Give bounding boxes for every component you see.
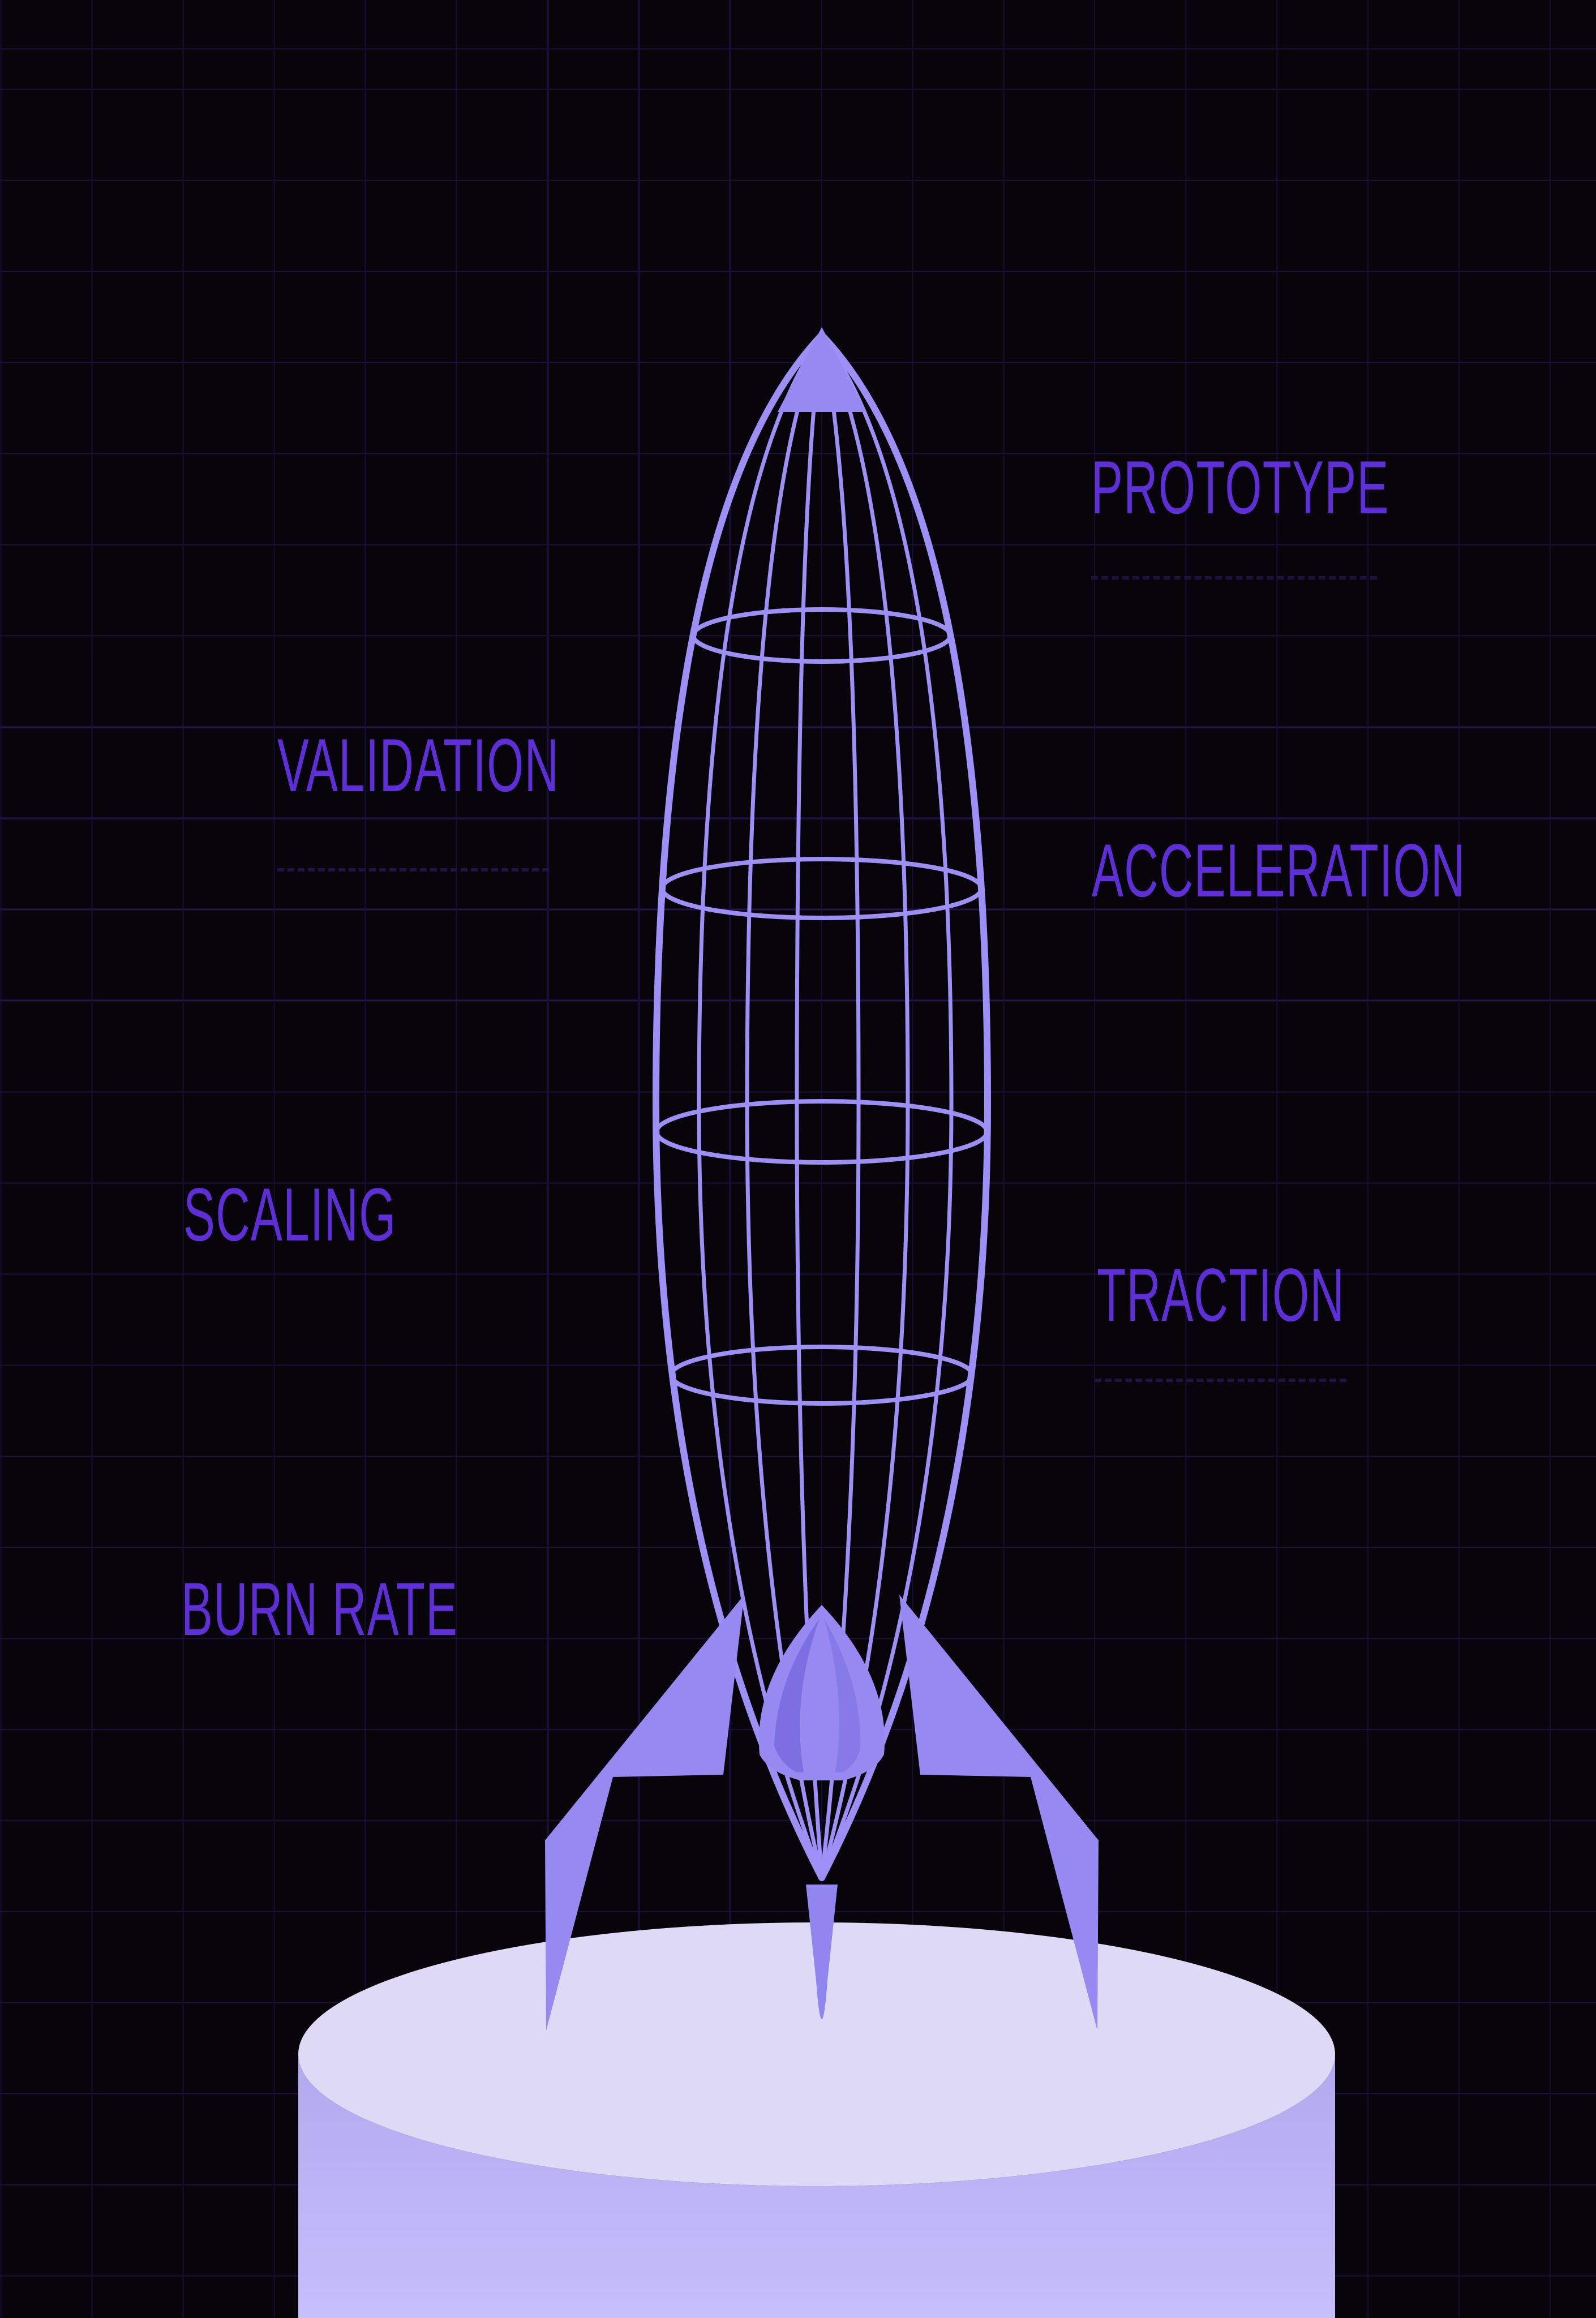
label-traction: TRACTION (1097, 1254, 1345, 1337)
fin-left (545, 1595, 744, 2031)
meridian-line (697, 333, 824, 1880)
exhaust-stem (806, 1885, 838, 2019)
pedestal-top (298, 1922, 1335, 2186)
label-scaling: SCALING (183, 1173, 397, 1257)
label-validation: VALIDATION (277, 724, 560, 808)
fin-right (899, 1595, 1099, 2031)
exhaust-facet-right (824, 1619, 861, 1772)
label-prototype: PROTOTYPE (1091, 446, 1389, 530)
meridian-line (820, 333, 954, 1880)
label-burn-rate: BURN RATE (181, 1568, 458, 1651)
nose-cone (778, 327, 866, 412)
latitude-ring-4 (669, 1345, 975, 1406)
ghost-underline-traction (1095, 1379, 1346, 1382)
ghost-underline-prototype (1091, 576, 1377, 580)
ghost-underline-validation (277, 868, 549, 872)
latitude-ring-3 (654, 1099, 989, 1165)
latitude-ring-2 (660, 857, 984, 920)
exhaust-facet-left (774, 1619, 820, 1772)
label-acceleration: ACCELERATION (1092, 829, 1466, 913)
latitude-ring-1 (691, 607, 953, 664)
